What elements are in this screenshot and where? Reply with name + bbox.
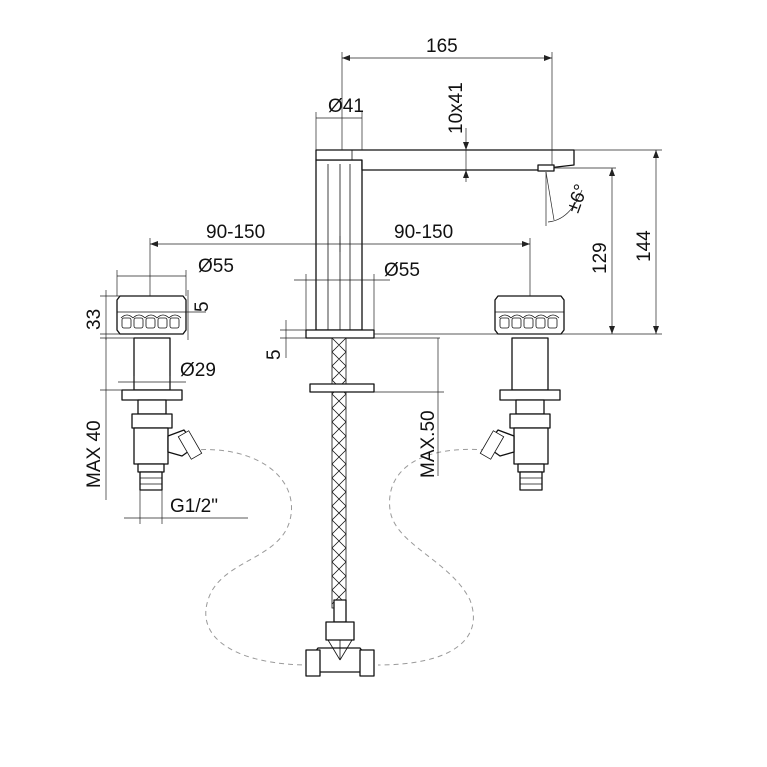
label-body-diameter: Ø55 [384,260,420,281]
label-max-50: MAX.50 [418,410,439,478]
label-129: 129 [590,242,611,274]
spout-assembly [305,149,575,677]
label-spread-right: 90-150 [394,222,453,243]
right-handle-assembly [479,295,565,491]
label-handle-diameter: Ø55 [198,256,234,277]
label-thread: G1/2" [170,496,218,517]
label-144: 144 [634,230,655,262]
label-shank-diameter: Ø29 [180,360,216,381]
label-165: 165 [426,36,458,57]
label-spout-diameter: Ø41 [328,96,364,117]
flex-hose-paths [191,448,487,666]
label-deck-5: 5 [264,349,285,360]
label-swivel-angle: ±6° [563,182,593,216]
label-cap-5: 5 [192,301,213,312]
dimension-labels: 165 Ø41 10x41 ±6° 90-150 90-150 Ø55 Ø55 … [84,36,655,517]
label-10x41: 10x41 [446,82,467,134]
label-max-40: MAX 40 [84,420,105,488]
label-spread-left: 90-150 [206,222,265,243]
dimension-lines [100,52,662,524]
label-33: 33 [84,309,105,330]
left-handle-assembly [116,295,203,491]
